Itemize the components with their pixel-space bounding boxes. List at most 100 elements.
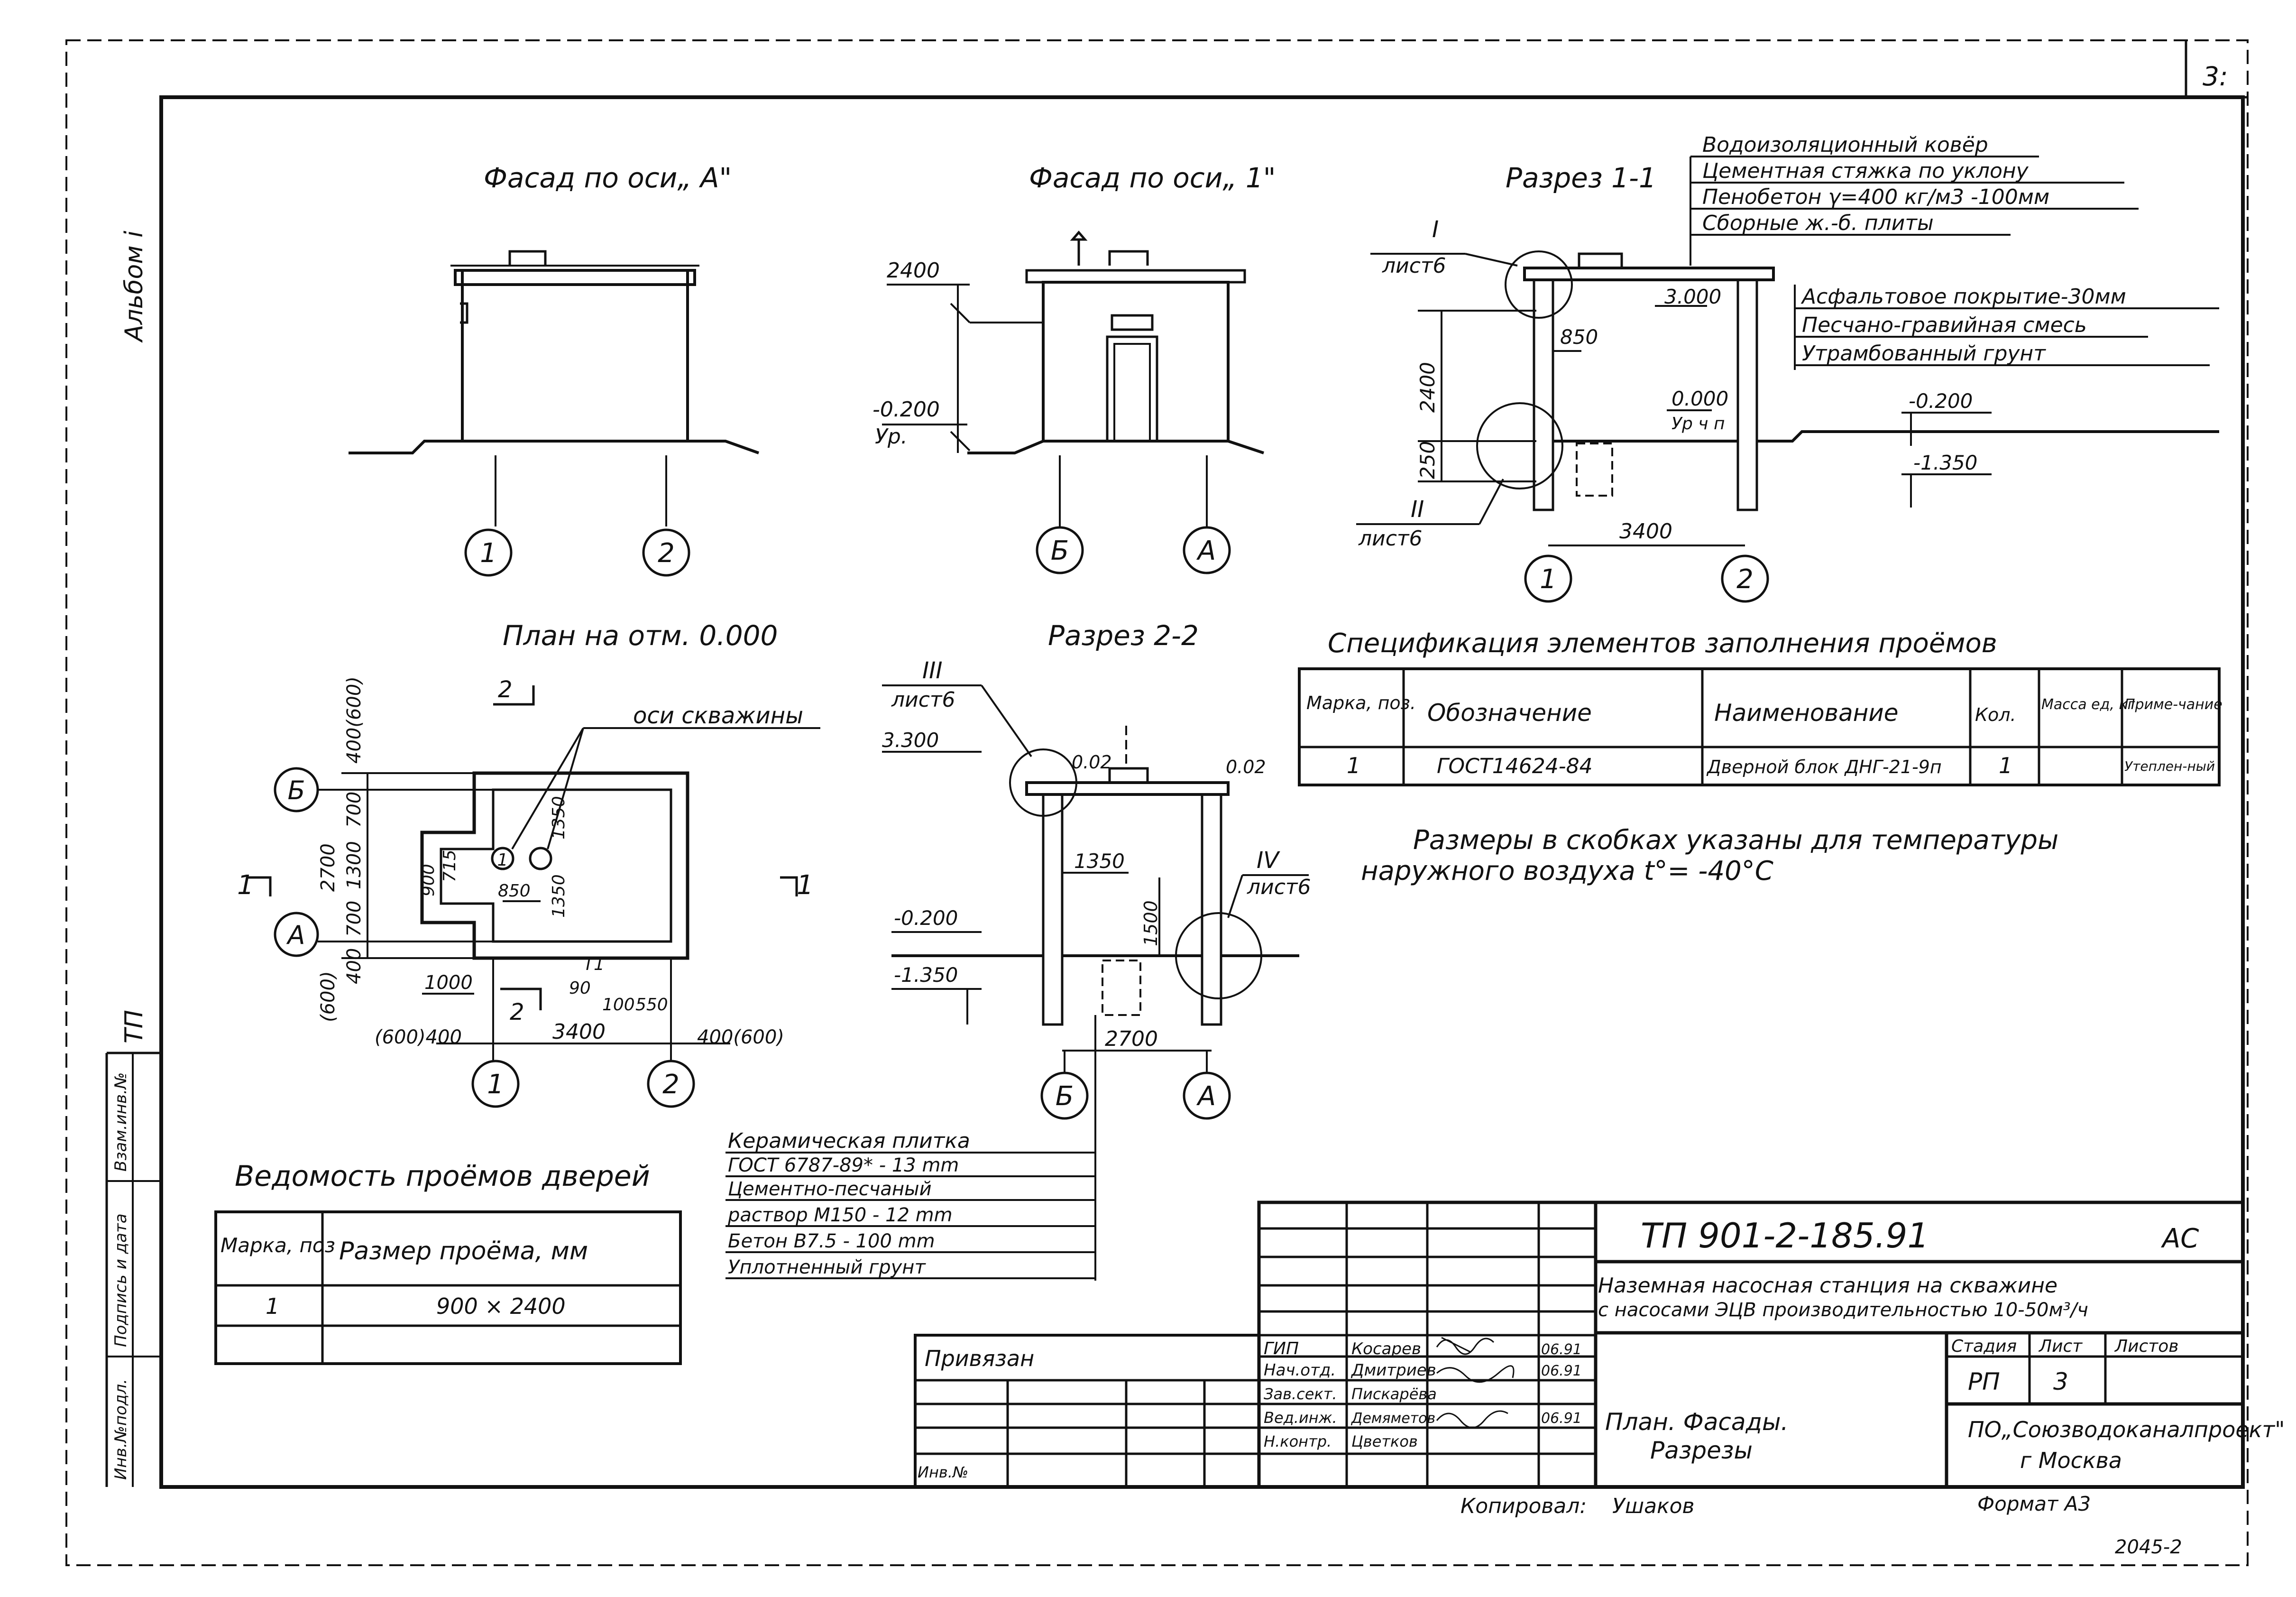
description-line-2: с насосами ЭЦВ производительностью 10-50… <box>1598 1299 2088 1321</box>
plan-dim-715: 715 <box>440 849 459 882</box>
spec-header-mass: Масса ед, кг <box>2041 696 2135 713</box>
doors-row-size: 900 × 2400 <box>436 1293 566 1319</box>
s11-axis-2: 2 <box>1736 564 1754 595</box>
plan-dim-400b: 400 <box>343 948 365 984</box>
spec-row-name: Дверной блок ДНГ-21-9п <box>1706 757 1942 777</box>
plan-axis-2: 2 <box>662 1069 680 1100</box>
title-block: Привязан Инв.№ ГИП Косарев 06.91 Нач.отд… <box>914 1200 2285 1558</box>
s11-mark-0000: 0.000 <box>1671 387 1728 410</box>
spec-table: Спецификация элементов заполнения проёмо… <box>1298 628 2223 786</box>
doors-header-mark: Марка, поз <box>220 1234 335 1257</box>
callout-ii-sheet: лист6 <box>1358 526 1423 551</box>
s22-callout-iii-sheet: лист6 <box>891 688 955 712</box>
roof-layer-4: Сборные ж.-б. плиты <box>1702 211 1934 235</box>
floor-layer-1: Керамическая плитка <box>728 1129 970 1153</box>
plan-dim-400-600-right: 400(600) <box>697 1026 784 1048</box>
s22-callout-iv-roman: IV <box>1257 847 1280 874</box>
corner-mark: 3: <box>2203 61 2228 92</box>
description-line-1: Наземная насосная станция на скважине <box>1598 1274 2057 1298</box>
s11-dim-3400: 3400 <box>1619 519 1672 544</box>
spec-row-note: Утеплен-ный <box>2124 758 2215 774</box>
section-2-2-title: Разрез 2-2 <box>1048 619 1199 652</box>
section-marker-1-right: 1 <box>797 870 814 901</box>
org-name: ПО„Союзводоканалпроект" <box>1968 1417 2285 1442</box>
s22-dim-2700: 2700 <box>1105 1027 1158 1051</box>
floor-layer-5: Бетон В7.5 - 100 mm <box>728 1230 935 1252</box>
plan-dim-900: 900 <box>419 864 438 896</box>
plan-dim-1350b: 1350 <box>549 874 569 918</box>
s11-mark-3000: 3.000 <box>1664 285 1721 308</box>
role-1-date: 06.91 <box>1541 1363 1582 1379</box>
floor-layer-3: Цементно-песчаный <box>728 1178 932 1200</box>
s11-mark-minus0200: -0.200 <box>1909 389 1973 413</box>
ground-layer-3: Утрамбованный грунт <box>1802 342 2046 366</box>
corner-mark-box <box>2185 40 2248 99</box>
plan-t1-marker: 1 <box>497 850 508 870</box>
plan-dim-400-600-top: 400(600) <box>343 676 365 764</box>
sheet-header: Лист <box>2038 1337 2083 1356</box>
callout-i-roman: I <box>1432 216 1439 243</box>
plan-dim-700b: 700 <box>343 901 365 937</box>
roof-layer-1: Водоизоляционный ковёр <box>1702 133 1988 157</box>
section-code: АС <box>2161 1223 2199 1254</box>
facade-a: Фасад по оси„ А" 1 2 <box>349 162 760 577</box>
spec-table-title: Спецификация элементов заполнения проёмо… <box>1328 628 1997 659</box>
role-0-name: Косарев <box>1351 1339 1421 1358</box>
note-line-2: наружного воздуха t°= -40°С <box>1361 856 1773 886</box>
facade-1: Фасад по оси„ 1" 2400 -0.200 Ур. Б А <box>872 162 1276 574</box>
ground-layer-1: Асфальтовое покрытие-30мм <box>1800 285 2126 309</box>
plan-dim-700a: 700 <box>343 792 365 828</box>
facade-a-title: Фасад по оси„ А" <box>484 162 732 194</box>
side-stamp-sign: Подпись и дата <box>111 1213 130 1347</box>
sheets-header: Листов <box>2114 1337 2178 1356</box>
plan-dim-3400: 3400 <box>552 1020 606 1044</box>
plan-dim-600-left: (600) <box>317 971 339 1022</box>
stage-header: Стадия <box>1951 1337 2017 1356</box>
side-stamp: Взам.инв.№ Подпись и дата Инв.№подл. <box>105 1052 161 1487</box>
plan-dim-100: 100 <box>602 995 635 1015</box>
plan-dim-1300: 1300 <box>343 841 365 889</box>
well-axes-label: оси скважины <box>633 702 803 729</box>
s11-dim-850: 850 <box>1560 325 1598 349</box>
plan-view: План на отм. 0.000 1 оси скважины 2 2 1 … <box>237 619 820 1108</box>
spec-header-name: Наименование <box>1714 699 1899 727</box>
bound-label: Привязан <box>925 1346 1034 1371</box>
facade-1-dim-ur: Ур. <box>875 425 908 449</box>
outer-border <box>65 39 2249 1566</box>
section-1-1: Разрез 1-1 Водоизоляционный ковёр Цемент… <box>1356 133 2219 603</box>
role-0: ГИП <box>1264 1339 1299 1358</box>
s11-mark-urchp: Ур ч п <box>1671 414 1725 434</box>
role-4-name: Цветков <box>1351 1432 1418 1450</box>
s22-callout-iii-roman: III <box>922 657 942 684</box>
role-1-name: Дмитриев <box>1350 1361 1436 1380</box>
s11-dim-2400: 2400 <box>1416 362 1439 413</box>
floor-layer-6: Уплотненный грунт <box>728 1256 926 1278</box>
copied-label: Копировал: <box>1460 1494 1587 1518</box>
facade-a-axis-2: 2 <box>658 538 675 569</box>
callout-i-sheet: лист6 <box>1382 254 1446 278</box>
s22-slope-right: 0.02 <box>1226 757 1266 777</box>
facade-1-title: Фасад по оси„ 1" <box>1029 162 1276 194</box>
inv-label: Инв.№ <box>918 1463 968 1481</box>
s22-mark-3300: 3.300 <box>882 729 939 752</box>
callout-ii-roman: II <box>1411 496 1424 523</box>
role-2: Зав.сект. <box>1264 1385 1337 1403</box>
section-marker-2-bottom: 2 <box>510 999 524 1025</box>
s22-slope-left: 0.02 <box>1072 752 1112 773</box>
copied-by: Ушаков <box>1612 1494 1694 1518</box>
org-city: г Москва <box>2020 1448 2122 1473</box>
plan-dim-850: 850 <box>498 881 531 901</box>
footer-mark: 2045-2 <box>2115 1536 2182 1558</box>
role-3-name: Демяметов <box>1350 1410 1435 1427</box>
tp-side-label: ТП <box>120 1010 148 1043</box>
s22-mark-minus1350: -1.350 <box>894 963 958 987</box>
s11-mark-minus1350: -1.350 <box>1913 451 1977 474</box>
plan-axis-1: 1 <box>487 1069 504 1100</box>
doors-table: Ведомость проёмов дверей Марка, поз Разм… <box>214 1160 682 1365</box>
s22-axis-a: А <box>1196 1081 1216 1112</box>
plan-dim-600-400: (600)400 <box>375 1026 462 1048</box>
signature-4 <box>1436 1410 1508 1429</box>
ground-layer-2: Песчано-гравийная смесь <box>1802 313 2087 337</box>
s22-callout-iv-sheet: лист6 <box>1247 875 1311 899</box>
stage-value: РП <box>1968 1368 2000 1395</box>
